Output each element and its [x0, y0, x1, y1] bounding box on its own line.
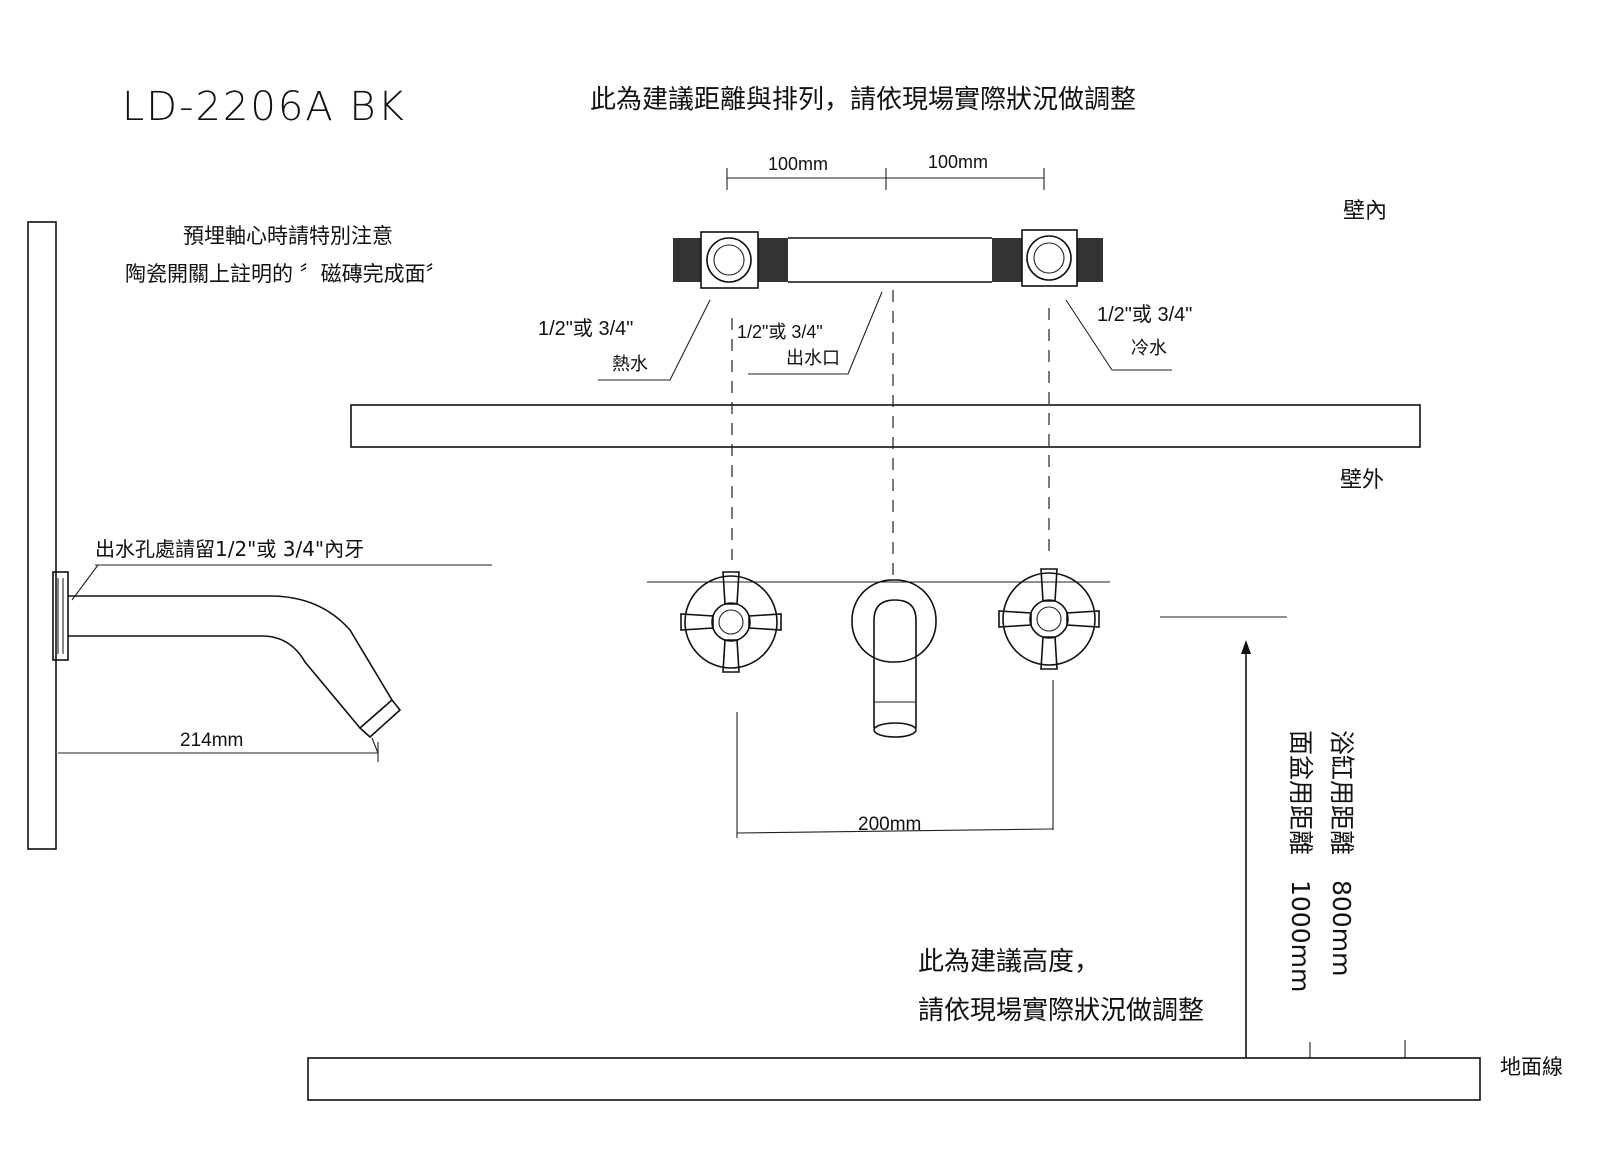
spout-side-profile: [52, 571, 402, 739]
model-title: LD-2206A BK: [122, 84, 406, 130]
outlet-leader: [748, 291, 883, 375]
cold-name-label: 冷水: [1131, 338, 1167, 359]
notice-line-2: 陶瓷開關上註明的 〞磁磚完成面〞: [125, 262, 447, 286]
height-note-line-1: 此為建議高度，: [918, 947, 1100, 977]
top-dimension-lines: [726, 168, 1045, 190]
total-spacing-dimension: [736, 680, 1054, 838]
center-lines: [731, 290, 1050, 582]
total-spacing-label: 200mm: [858, 814, 921, 835]
height-note-line-2: 請依現場實際狀況做調整: [918, 996, 1204, 1026]
height-reference: [1160, 616, 1406, 1058]
hot-size-label: 1/2"或 3/4": [538, 317, 633, 340]
outlet-hole-pointer: [71, 564, 99, 601]
outlet-size-label: 1/2"或 3/4": [737, 322, 823, 342]
hot-cross-handle: [680, 571, 782, 673]
side-view-wall: [27, 221, 57, 850]
in-wall-pipe: [673, 237, 1103, 283]
bathtub-distance-label: 浴缸用距離 800mm: [1327, 730, 1356, 976]
outlet-name-label: 出水口: [786, 348, 840, 369]
spout-length-label: 214mm: [180, 730, 243, 751]
floor-line-label: 地面線: [1500, 1055, 1563, 1079]
cold-size-label: 1/2"或 3/4": [1097, 303, 1192, 326]
hot-valve-body: [700, 231, 759, 289]
header-note: 此為建議距離與排列，請依現場實際狀況做調整: [590, 85, 1136, 115]
hot-leader: [598, 299, 711, 381]
cold-cross-handle: [998, 568, 1100, 670]
left-spacing-label: 100mm: [768, 154, 828, 174]
cold-valve-body: [1021, 229, 1078, 287]
hot-name-label: 熱水: [612, 354, 648, 375]
right-spacing-label: 100mm: [928, 152, 988, 172]
basin-distance-label: 面盆用距離 1000mm: [1286, 730, 1315, 992]
spout-length-dimension: [58, 737, 379, 762]
outlet-hole-note: 出水孔處請留1/2"或 3/4"內牙: [95, 537, 364, 561]
wall-section: [350, 404, 1421, 448]
cold-leader: [1065, 299, 1172, 371]
floor-section: [307, 1057, 1481, 1101]
inside-wall-label: 壁內: [1343, 199, 1387, 224]
notice-line-1: 預埋軸心時請特別注意: [183, 224, 393, 248]
outside-wall-label: 壁外: [1340, 468, 1384, 493]
spout-front-view: [851, 579, 937, 738]
